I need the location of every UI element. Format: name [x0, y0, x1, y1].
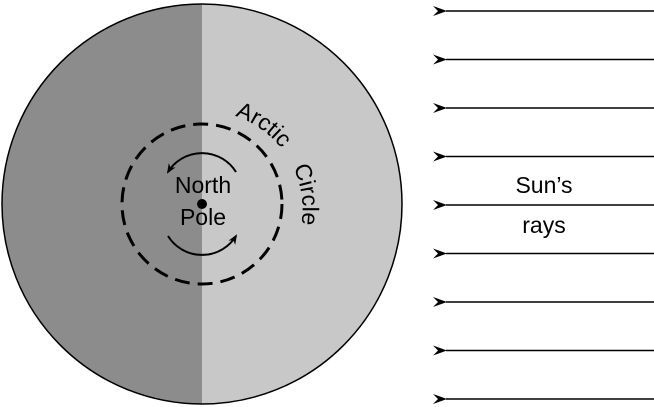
rotation-arrow-bottom	[167, 234, 238, 256]
pole-label-line1: North	[175, 172, 231, 198]
night-side	[2, 4, 202, 404]
north-pole-dot	[197, 199, 207, 209]
rotation-arrow-top	[166, 152, 237, 174]
sun-label-line2: rays	[522, 212, 565, 238]
sun-rays	[433, 6, 654, 404]
arctic-circle	[120, 122, 284, 286]
sun-label-line1: Sun’s	[515, 172, 572, 198]
earth-outline	[1, 3, 403, 405]
pole-label-line2: Pole	[180, 204, 226, 230]
